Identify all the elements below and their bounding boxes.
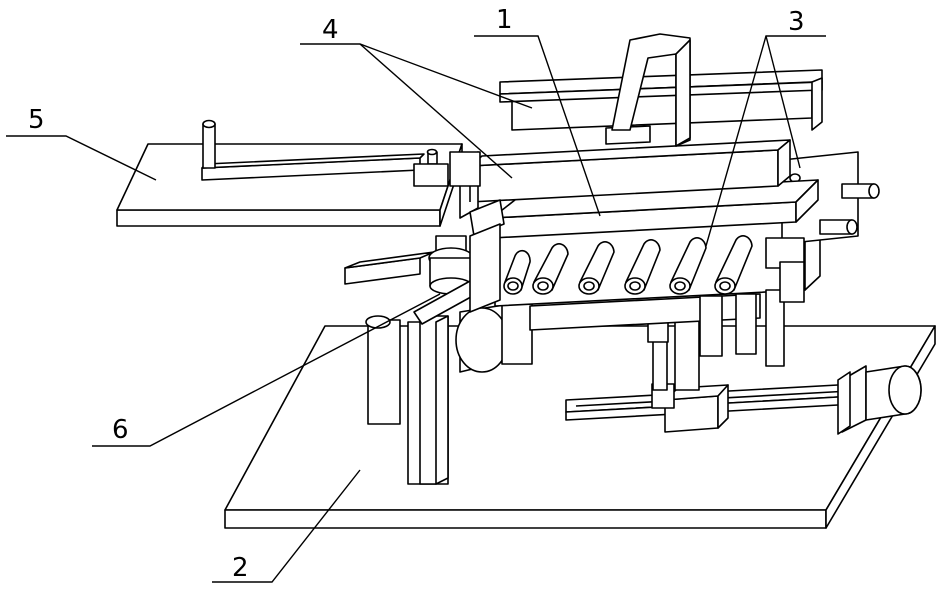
- label-4: 4: [322, 15, 339, 45]
- label-1: 1: [496, 5, 513, 35]
- label-6: 6: [112, 415, 129, 445]
- label-5: 5: [28, 105, 45, 135]
- side-pin: [842, 184, 879, 198]
- swing-arm: [117, 121, 480, 227]
- label-2: 2: [232, 553, 249, 583]
- label-3: 3: [788, 7, 805, 37]
- side-pin: [820, 220, 857, 234]
- arm-pin: [203, 121, 215, 169]
- leader-4a: [300, 44, 532, 108]
- base-plate: [225, 326, 935, 528]
- arm-small-pin: [428, 150, 438, 165]
- rotary-cylinder: [456, 300, 532, 372]
- rear-guide-rail: [500, 70, 822, 130]
